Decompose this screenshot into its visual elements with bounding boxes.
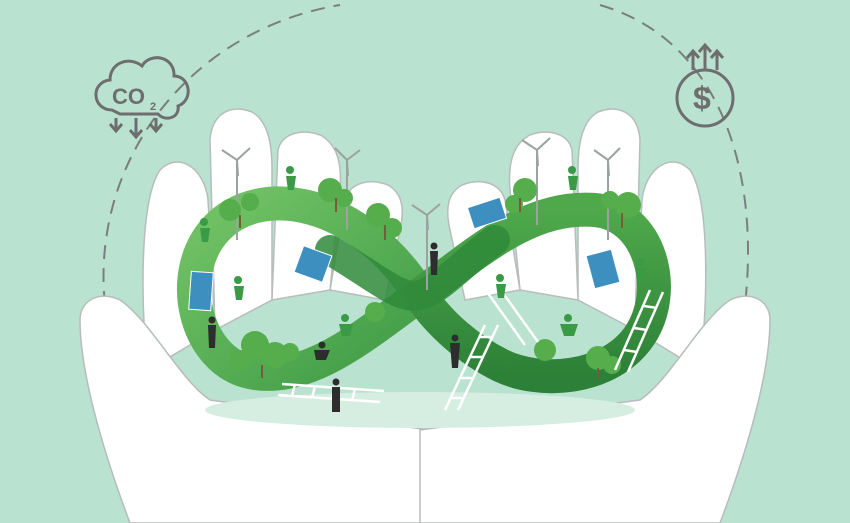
co2-label: CO xyxy=(112,84,145,109)
ground-shadow xyxy=(205,392,635,428)
solar-panels xyxy=(188,196,621,312)
tree-trunks xyxy=(239,198,623,378)
dollar-sign: $ xyxy=(693,80,711,116)
trees xyxy=(219,178,641,374)
co2-subscript: 2 xyxy=(150,101,156,113)
dollar-growth-icon xyxy=(675,42,735,128)
people xyxy=(200,166,646,336)
co2-cloud-icon xyxy=(94,56,190,140)
people-dark xyxy=(208,242,460,412)
